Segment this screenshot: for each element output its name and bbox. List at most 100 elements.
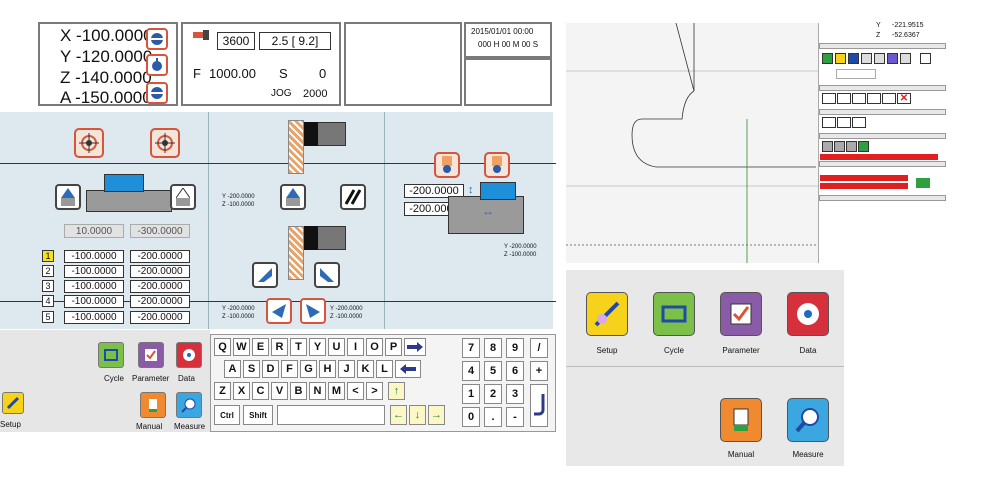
key-5[interactable]: 5 <box>484 361 502 381</box>
axis-z-button[interactable] <box>146 82 168 104</box>
key-k[interactable]: K <box>357 360 374 378</box>
setup-button[interactable] <box>586 292 628 336</box>
key-p[interactable]: P <box>385 338 402 356</box>
key-greater-than[interactable]: > <box>366 382 383 400</box>
shape-icon[interactable] <box>837 117 851 128</box>
tool-bottom-left-button[interactable] <box>266 298 292 324</box>
grid-icon[interactable] <box>861 53 872 64</box>
manual-button[interactable] <box>140 392 166 418</box>
cycle-button[interactable] <box>653 292 695 336</box>
camera-icon[interactable] <box>822 53 833 64</box>
key-t[interactable]: T <box>290 338 307 356</box>
key-h[interactable]: H <box>319 360 336 378</box>
target-left-button[interactable] <box>74 128 104 158</box>
parameter-button[interactable] <box>138 342 164 368</box>
row-value-b[interactable]: -200.0000 <box>130 280 190 293</box>
line-icon[interactable] <box>822 93 836 104</box>
row-value-b[interactable]: -200.0000 <box>130 311 190 324</box>
row-no[interactable]: 5 <box>42 311 54 323</box>
shift-key[interactable]: Shift <box>243 405 273 425</box>
backspace-key[interactable] <box>395 360 421 378</box>
target-icon[interactable] <box>887 53 898 64</box>
tool-left-button[interactable] <box>55 184 81 210</box>
key-less-than[interactable]: < <box>347 382 364 400</box>
key-minus[interactable]: - <box>506 407 524 427</box>
row-no[interactable]: 2 <box>42 265 54 277</box>
key-d[interactable]: D <box>262 360 279 378</box>
line-icon[interactable] <box>852 93 866 104</box>
key-c[interactable]: C <box>252 382 269 400</box>
row-value-b[interactable]: -200.0000 <box>130 250 190 263</box>
key-r[interactable]: R <box>271 338 288 356</box>
hatch-button[interactable] <box>340 184 366 210</box>
row-value-a[interactable]: -100.0000 <box>64 250 124 263</box>
key-2[interactable]: 2 <box>484 384 502 404</box>
key-3[interactable]: 3 <box>506 384 524 404</box>
row-no[interactable]: 4 <box>42 295 54 307</box>
target-right-button[interactable] <box>150 128 180 158</box>
enter-key[interactable] <box>530 384 548 427</box>
shape-icon[interactable] <box>834 141 845 152</box>
key-q[interactable]: Q <box>214 338 231 356</box>
key-o[interactable]: O <box>366 338 383 356</box>
row-value-b[interactable]: -200.0000 <box>130 295 190 308</box>
key-8[interactable]: 8 <box>484 338 502 358</box>
key-u[interactable]: U <box>328 338 345 356</box>
pencil-icon[interactable] <box>920 53 931 64</box>
wrench-icon[interactable] <box>835 53 846 64</box>
key-z[interactable]: Z <box>214 382 231 400</box>
key-divide[interactable]: / <box>530 338 548 358</box>
key-n[interactable]: N <box>309 382 326 400</box>
key-up[interactable]: ↑ <box>388 382 405 400</box>
arc-icon[interactable] <box>837 93 851 104</box>
offset-input-2[interactable]: -300.0000 <box>130 224 190 238</box>
tool-angle-left-button[interactable] <box>252 262 278 288</box>
row-value-a[interactable]: -100.0000 <box>64 311 124 324</box>
key-i[interactable]: I <box>347 338 364 356</box>
row-no[interactable]: 3 <box>42 280 54 292</box>
data-button[interactable] <box>787 292 829 336</box>
ctrl-key[interactable]: Ctrl <box>214 405 240 425</box>
grid-icon[interactable] <box>900 53 911 64</box>
shape-icon[interactable] <box>822 117 836 128</box>
key-1[interactable]: 1 <box>462 384 480 404</box>
measure-button[interactable] <box>176 392 202 418</box>
key-e[interactable]: E <box>252 338 269 356</box>
key-7[interactable]: 7 <box>462 338 480 358</box>
key-g[interactable]: G <box>300 360 317 378</box>
key-w[interactable]: W <box>233 338 250 356</box>
key-s[interactable]: S <box>243 360 260 378</box>
shape-icon[interactable] <box>852 117 866 128</box>
cycle-button[interactable] <box>98 342 124 368</box>
row-value-a[interactable]: -100.0000 <box>64 265 124 278</box>
key-6[interactable]: 6 <box>506 361 524 381</box>
axis-x-button[interactable] <box>146 28 168 50</box>
data-button[interactable] <box>176 342 202 368</box>
shape-icon[interactable] <box>858 141 869 152</box>
close-icon[interactable]: ✕ <box>897 93 911 104</box>
line-icon[interactable] <box>882 93 896 104</box>
key-b[interactable]: B <box>290 382 307 400</box>
parameter-button[interactable] <box>720 292 762 336</box>
tool-up-button[interactable] <box>280 184 306 210</box>
tool-bottom-right-button[interactable] <box>300 298 326 324</box>
row-value-a[interactable]: -100.0000 <box>64 295 124 308</box>
tool-angle-right-button[interactable] <box>314 262 340 288</box>
row-no[interactable]: 1 <box>42 250 54 262</box>
key-down[interactable]: ↓ <box>409 405 426 425</box>
key-9[interactable]: 9 <box>506 338 524 358</box>
key-j[interactable]: J <box>338 360 355 378</box>
key-0[interactable]: 0 <box>462 407 480 427</box>
key-x[interactable]: X <box>233 382 250 400</box>
key-m[interactable]: M <box>328 382 345 400</box>
axis-y-button[interactable] <box>146 54 168 76</box>
key-f[interactable]: F <box>281 360 298 378</box>
measure-button[interactable] <box>787 398 829 442</box>
shape-icon[interactable] <box>846 141 857 152</box>
grid-icon[interactable] <box>874 53 885 64</box>
key-l[interactable]: L <box>376 360 393 378</box>
right-value-1[interactable]: -200.0000 <box>404 184 464 198</box>
manual-button[interactable] <box>720 398 762 442</box>
key-y[interactable]: Y <box>309 338 326 356</box>
key-a[interactable]: A <box>224 360 241 378</box>
